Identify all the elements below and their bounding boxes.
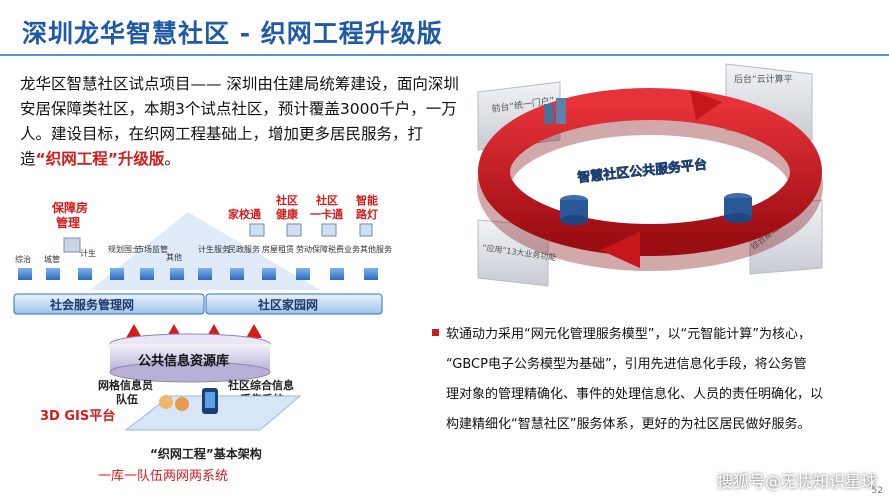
team-label-2: 队伍 xyxy=(116,392,138,406)
database-stack-icon xyxy=(724,193,752,223)
svg-text:计生服务: 计生服务 xyxy=(198,244,230,254)
network-label-home: 社区家园网 xyxy=(257,297,318,312)
bullet-line: 软通动力采用“网元化管理服务模型”，以“元智能计算”为核心， xyxy=(446,327,811,342)
panel-front xyxy=(477,81,561,151)
platform-ring xyxy=(477,88,823,271)
ring-arrow xyxy=(690,90,722,120)
bullet-line: “GBCP电子公务模型为基础”，引用先进信息化手段，将公务管 xyxy=(446,357,807,372)
label-health-2: 健康 xyxy=(276,207,299,221)
label-light-1: 智能 xyxy=(356,193,378,207)
description-bullets: 软通动力采用“网元化管理服务模型”，以“元智能计算”为核心， “GBCP电子公务… xyxy=(432,320,872,440)
app-module: 民政服务 xyxy=(228,244,260,280)
app-module: 其他 xyxy=(166,252,184,280)
intro-highlight: “织网工程”升级版 xyxy=(35,150,165,168)
base-label: 综合基础服务体系 xyxy=(749,203,804,252)
network-label-social: 社会服务管理网 xyxy=(49,297,134,312)
intro-text: 龙华区智慧社区试点项目—— 深圳由住建局统筹建设，面向深圳安居保障类社区，本期3… xyxy=(20,75,459,168)
app-module: 综治 xyxy=(15,254,32,280)
panel-back xyxy=(725,63,813,141)
icon-lamp-icon xyxy=(359,223,373,237)
page-number: 52 xyxy=(871,486,883,496)
bullet-line: 构建精细化“智慧社区”服务体系，更好的为社区居民做好服务。 xyxy=(446,417,811,432)
gis-map-plane xyxy=(124,395,302,431)
app-module: 其他服务 xyxy=(360,244,392,280)
front-label: 前台“统一门户” xyxy=(491,94,555,115)
database-label: 公共信息资源库 xyxy=(138,353,229,369)
svg-text:其他服务: 其他服务 xyxy=(360,244,392,254)
service-icons-row xyxy=(63,223,373,253)
label-school: 家校通 xyxy=(228,207,261,221)
person-icon xyxy=(175,397,189,411)
app-module: 劳动保障 xyxy=(296,244,328,280)
gis-label: 3D GIS平台 xyxy=(40,408,115,424)
icon-building-icon xyxy=(63,237,81,253)
collect-label-1: 社区综合信息 xyxy=(227,378,294,392)
label-housing-2: 管理 xyxy=(56,215,80,230)
svg-text:综治: 综治 xyxy=(15,254,31,264)
page-title: 深圳龙华智慧社区 - 织网工程升级版 xyxy=(22,19,443,48)
intro-paragraph: 龙华区智慧社区试点项目—— 深圳由住建局统筹建设，面向深圳安居保障类社区，本期3… xyxy=(20,72,460,172)
network-bar-home xyxy=(205,293,383,315)
label-housing-1: 保障房 xyxy=(51,200,88,215)
label-card-1: 社区 xyxy=(315,193,338,207)
ring-arrow xyxy=(600,232,640,268)
svg-text:计生: 计生 xyxy=(80,248,96,258)
app-module: 市场监管 xyxy=(136,244,168,280)
panel-base xyxy=(749,199,823,275)
network-bar-social xyxy=(13,293,205,315)
bullet-line: 理对象的管理精确化、事件的处理信息化、人员的责任明确化，以 xyxy=(446,387,824,402)
app-modules: 综治 城管 计生 规划国土 市场监管 其他 计生服务 民政服务 房屋租赁 劳动保… xyxy=(15,244,392,280)
database-bottom xyxy=(109,361,271,383)
database-top xyxy=(109,333,271,355)
app-label: “应用”13大业务功能 xyxy=(482,242,557,262)
label-health-1: 社区 xyxy=(275,193,298,207)
label-light-2: 路灯 xyxy=(356,207,378,221)
app-module: 城管 xyxy=(44,254,60,280)
architecture-caption: “织网工程”基本架构 xyxy=(150,446,262,461)
svg-text:房屋租赁: 房屋租赁 xyxy=(262,244,294,254)
svg-text:其他: 其他 xyxy=(166,252,182,262)
icon-book-icon xyxy=(249,223,265,237)
phone-icon xyxy=(202,388,218,414)
building-icon xyxy=(544,98,566,124)
label-card-2: 一卡通 xyxy=(310,207,343,221)
svg-text:劳动保障: 劳动保障 xyxy=(296,244,328,254)
app-module: 规划国土 xyxy=(108,244,140,280)
app-module: 计生 xyxy=(78,248,96,280)
icon-heart-icon xyxy=(286,223,302,237)
title-divider xyxy=(0,54,889,56)
database-body xyxy=(110,344,270,372)
svg-text:民政服务: 民政服务 xyxy=(228,244,260,254)
icon-card-icon xyxy=(321,223,337,237)
panel-app xyxy=(477,219,549,287)
svg-text:城管: 城管 xyxy=(44,254,60,264)
back-label-1: 后台“云计算平 xyxy=(734,73,793,85)
watermark: 搜狐号@无忧知识星球 xyxy=(716,472,877,491)
database-stack-icon xyxy=(560,195,588,225)
architecture-slogan: 一库一队伍两网两系统 xyxy=(98,468,228,484)
svg-text:税费业务: 税费业务 xyxy=(328,244,360,254)
svg-text:市场监管: 市场监管 xyxy=(136,244,168,254)
app-module: 税费业务 xyxy=(328,244,360,280)
ring-label: 智慧社区公共服务平台 xyxy=(577,156,708,186)
svg-text:规划国土: 规划国土 xyxy=(108,244,140,254)
red-arrows xyxy=(126,324,262,350)
person-icon xyxy=(159,395,173,409)
collect-label-2: 采集系统 xyxy=(239,392,284,406)
app-module: 房屋租赁 xyxy=(262,244,294,280)
team-label-1: 网格信息员 xyxy=(98,378,153,392)
pyramid-background xyxy=(90,212,320,290)
intro-tail: 。 xyxy=(164,150,180,168)
app-module: 计生服务 xyxy=(198,244,230,280)
